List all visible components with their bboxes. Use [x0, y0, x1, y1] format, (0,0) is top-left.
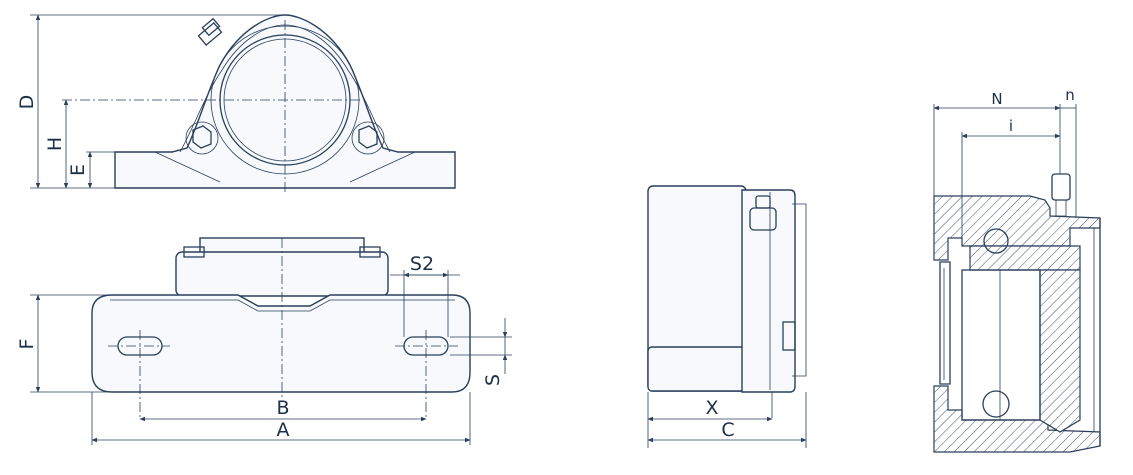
inner-ring-section [969, 245, 1081, 271]
ball-top [983, 228, 1009, 254]
shaft-sleeve-section [1039, 269, 1081, 433]
base-plate [91, 294, 471, 393]
bore-area [961, 269, 1041, 421]
base-chamfer-right [349, 151, 416, 183]
front-view: D H E [16, 14, 456, 192]
bolt-head-left [192, 125, 212, 149]
bolt-top-left [183, 246, 205, 258]
label-B: B [276, 397, 289, 419]
bolt-top-right [359, 246, 381, 258]
label-H: H [44, 137, 66, 151]
bolt-head-right [358, 125, 378, 149]
section-grease-nipple [1051, 173, 1071, 217]
side-set-screw [782, 321, 796, 351]
side-grease-nipple [749, 195, 777, 231]
base-chamfer-left [154, 151, 221, 183]
label-i: i [1009, 117, 1013, 135]
side-collar [792, 203, 807, 377]
label-A: A [277, 419, 290, 441]
label-C: C [721, 419, 734, 441]
top-view: F S2 S B A [16, 237, 512, 445]
label-X: X [705, 397, 718, 419]
bolt-boss-left [185, 121, 219, 155]
side-base [647, 346, 753, 392]
label-S: S [482, 374, 504, 386]
label-N: N [991, 90, 1002, 108]
label-D: D [16, 95, 38, 110]
label-E: E [67, 164, 89, 176]
seal-left [939, 261, 951, 385]
label-F: F [16, 339, 38, 350]
label-n: n [1065, 86, 1075, 104]
base-rib [110, 299, 455, 312]
side-bearing-ring [741, 189, 796, 393]
ball-bottom [982, 390, 1010, 418]
bolt-boss-right [351, 121, 385, 155]
side-view: X C [647, 185, 807, 448]
section-view: N n i [933, 86, 1101, 453]
label-S2: S2 [410, 253, 434, 275]
grease-nipple [197, 17, 223, 46]
housing-section-top [933, 195, 1101, 261]
